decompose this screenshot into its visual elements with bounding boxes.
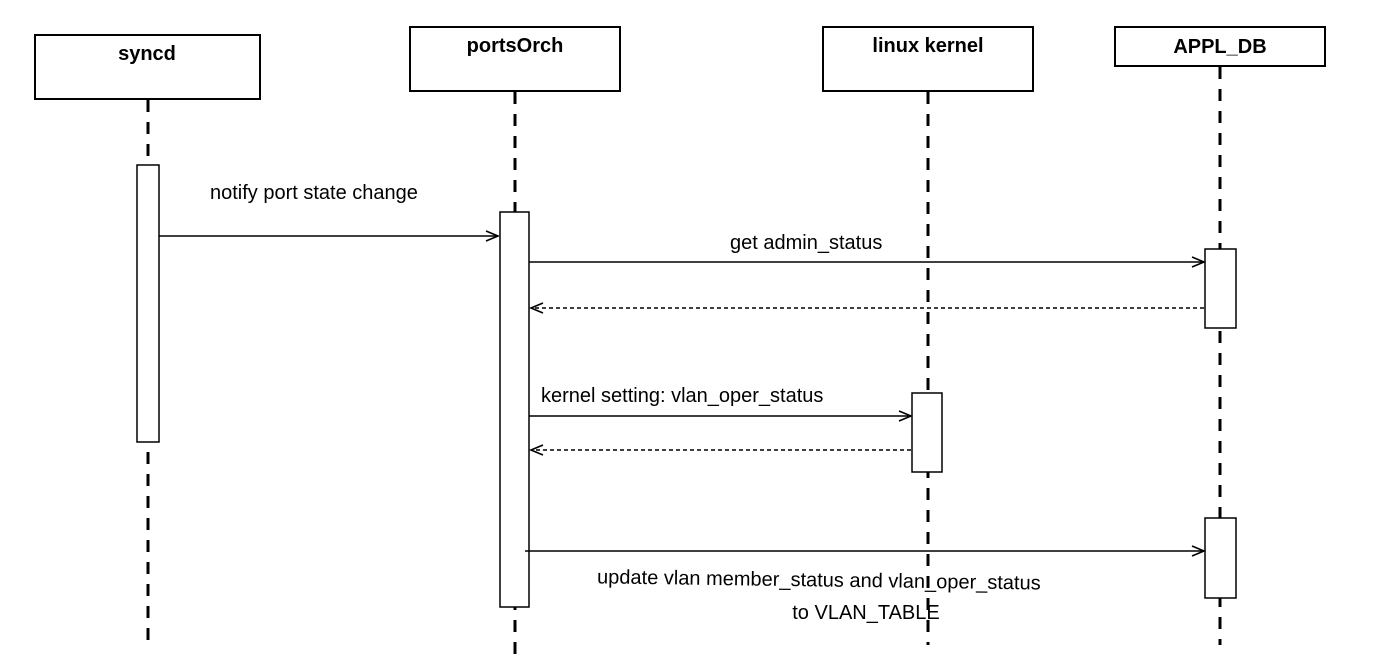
message-label-update-line2: to VLAN_TABLE [792, 602, 939, 624]
activation-portsorch [499, 211, 530, 608]
participant-kernel: linux kernel [822, 26, 1034, 92]
message-label-get-admin-status: get admin_status [730, 232, 882, 254]
participant-label-appldb: APPL_DB [1173, 36, 1266, 58]
activation-appldb-2 [1204, 517, 1237, 599]
participant-label-portsorch: portsOrch [467, 35, 564, 57]
activation-appldb-1 [1204, 248, 1237, 329]
message-update-vlan-table: update vlan member_status and vlan_oper_… [525, 545, 1207, 624]
message-reply-appldb [528, 302, 1204, 314]
activation-syncd [136, 164, 160, 443]
message-label-notify: notify port state change [210, 182, 418, 204]
participant-label-syncd: syncd [118, 43, 176, 65]
activation-kernel [911, 392, 943, 473]
message-reply-kernel [528, 444, 911, 456]
message-notify-port-state-change: notify port state change [159, 182, 501, 242]
participant-portsorch: portsOrch [409, 26, 621, 92]
participant-appldb: APPL_DB [1114, 26, 1326, 67]
message-label-update-line1: update vlan member_status and vlan_oper_… [597, 566, 1041, 594]
participant-syncd: syncd [34, 34, 261, 100]
message-get-admin-status: get admin_status [529, 232, 1207, 268]
message-label-kernel-setting: kernel setting: vlan_oper_status [541, 385, 823, 407]
message-kernel-setting: kernel setting: vlan_oper_status [529, 385, 914, 422]
participant-label-kernel: linux kernel [872, 35, 983, 57]
